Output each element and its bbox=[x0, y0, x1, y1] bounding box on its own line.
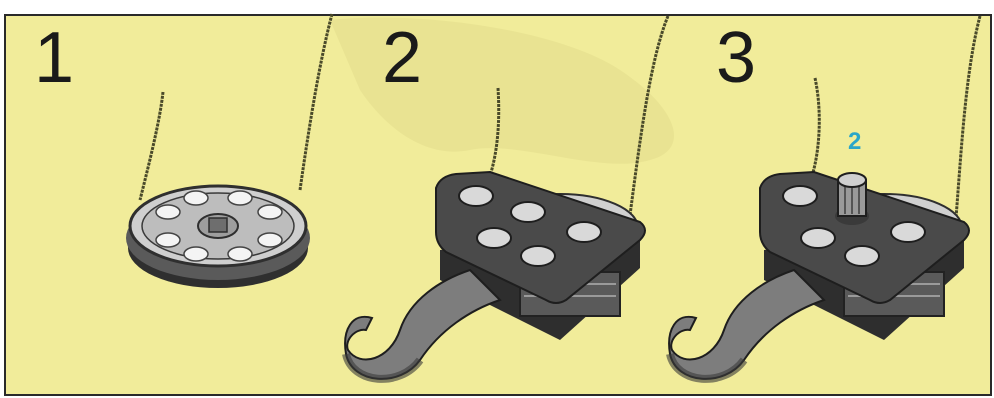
rope-icon bbox=[956, 16, 980, 218]
step-1-pulley-wheel-icon bbox=[126, 14, 332, 288]
axle-peg-icon bbox=[835, 173, 869, 225]
step-number-3: 3 bbox=[716, 22, 756, 94]
rope-icon bbox=[812, 78, 819, 176]
rope-icon bbox=[300, 14, 332, 190]
step-number-1: 1 bbox=[34, 22, 74, 94]
part-count-badge: 2 bbox=[848, 128, 861, 156]
step-number-2: 2 bbox=[382, 22, 422, 94]
rope-icon bbox=[140, 92, 163, 200]
